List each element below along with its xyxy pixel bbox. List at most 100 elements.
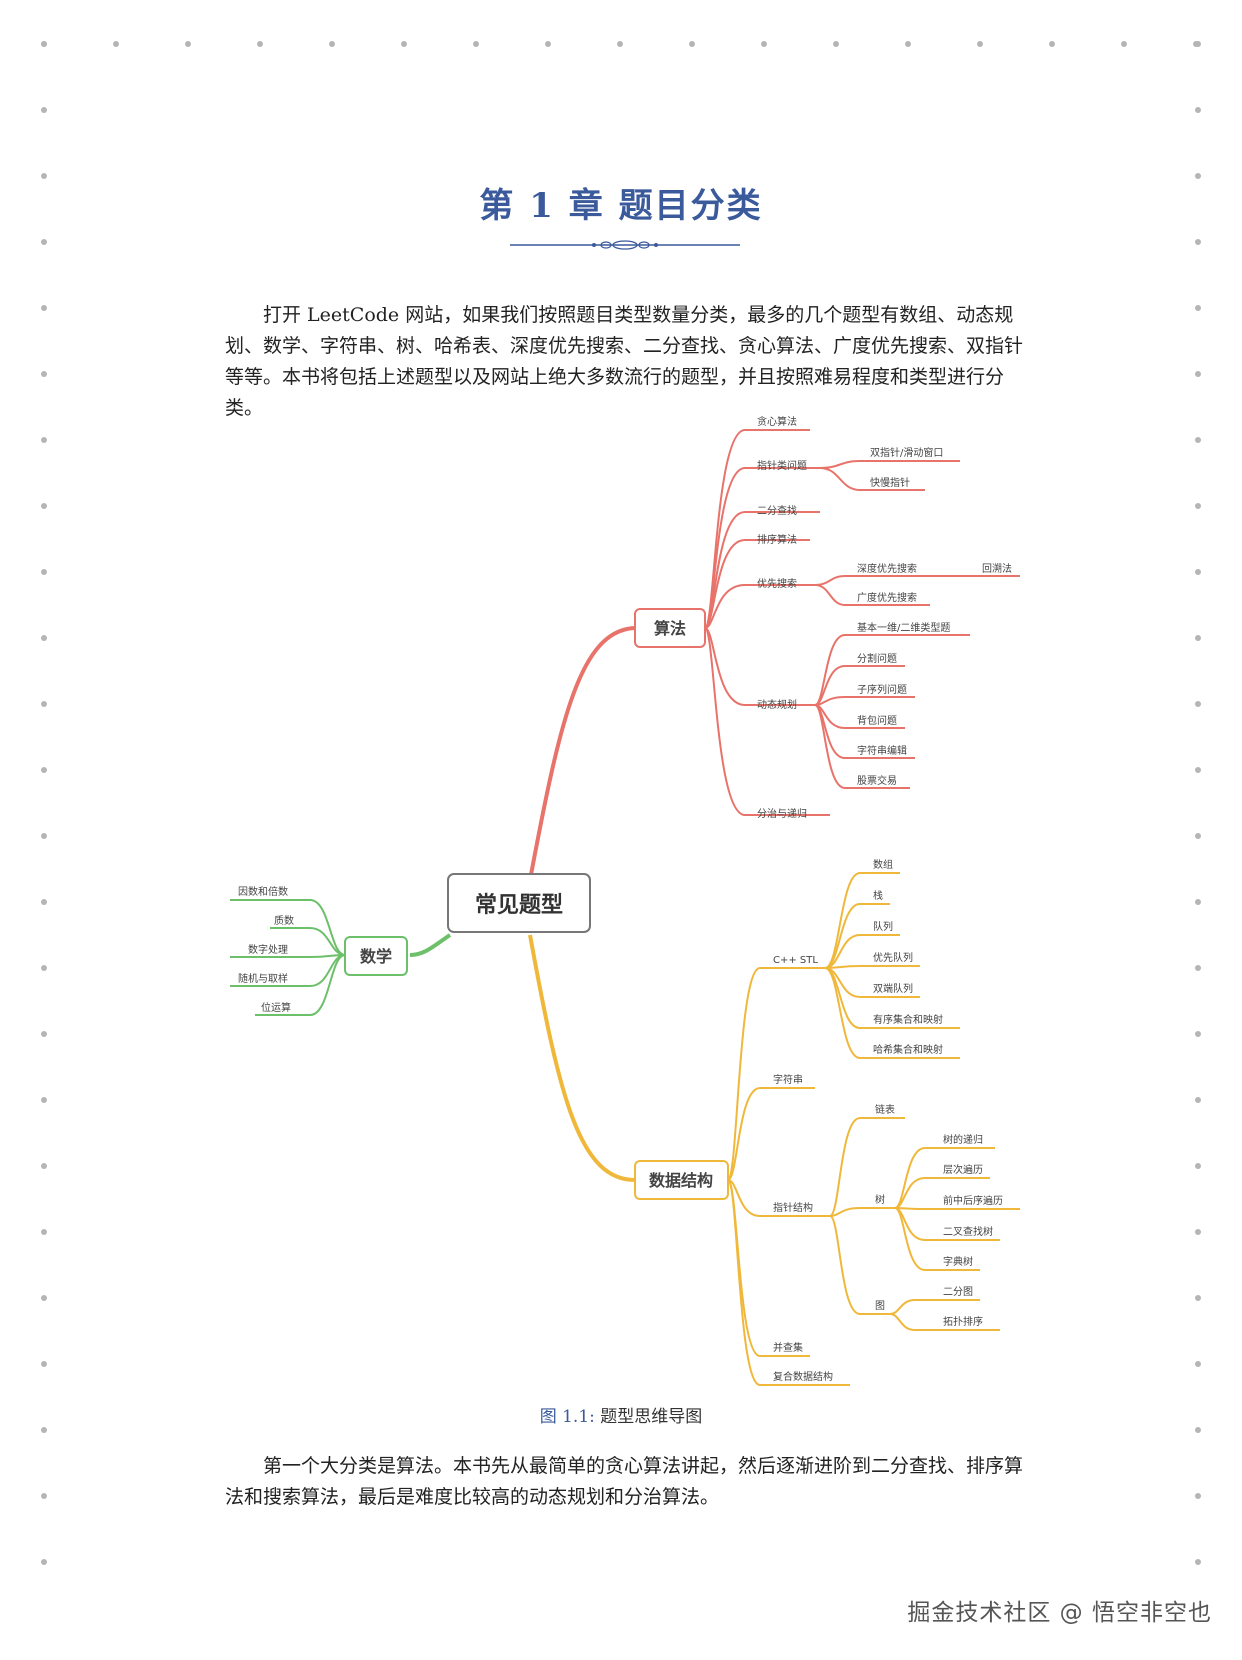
border-dot: [41, 503, 47, 509]
mm-deque: 双端队列: [873, 982, 913, 995]
border-dot: [41, 1493, 47, 1499]
mm-dp-basic: 基本一维/二维类型题: [857, 621, 950, 634]
algo-branch-lines: [528, 429, 1020, 881]
border-dot: [41, 437, 47, 443]
border-dot: [41, 1097, 47, 1103]
ds-label: 数据结构: [649, 1171, 713, 1190]
border-dot: [41, 107, 47, 113]
border-dot: [41, 1427, 47, 1433]
border-dot: [761, 41, 767, 47]
border-dot: [1195, 1361, 1201, 1367]
border-dot: [113, 41, 119, 47]
border-dot: [1195, 1163, 1201, 1169]
border-dot: [41, 965, 47, 971]
border-dot: [1195, 1295, 1201, 1301]
root-label: 常见题型: [475, 892, 563, 918]
mm-graph: 图: [875, 1300, 885, 1312]
mm-two-pointers: 双指针/滑动窗口: [870, 446, 943, 459]
figure-caption: 图 1.1: 题型思维导图: [0, 1402, 1242, 1427]
border-dot: [41, 1295, 47, 1301]
border-dot: [545, 41, 551, 47]
mm-dp-split: 分割问题: [857, 652, 897, 665]
border-dot: [257, 41, 263, 47]
border-dot: [41, 701, 47, 707]
mm-divide: 分治与递归: [757, 807, 807, 820]
border-dot: [41, 173, 47, 179]
mm-hash: 哈希集合和映射: [873, 1043, 943, 1056]
mm-dp-subseq: 子序列问题: [857, 683, 907, 696]
border-dot: [41, 1559, 47, 1565]
border-dot: [41, 1031, 47, 1037]
mindmap-root-node: 常见题型: [447, 873, 591, 933]
border-dot: [41, 767, 47, 773]
border-dot: [977, 41, 983, 47]
mm-fast-slow: 快慢指针: [870, 476, 910, 489]
mm-math-2: 数字处理: [248, 943, 288, 956]
border-dot: [1195, 1097, 1201, 1103]
ds-branch-lines: [528, 872, 1020, 1386]
border-dot: [1195, 1427, 1201, 1433]
chapter-title: 第 1 章 题目分类: [479, 186, 763, 226]
border-dot: [1121, 41, 1127, 47]
math-leaf-labels: 因数和倍数 质数 数字处理 随机与取样 位运算: [238, 885, 294, 1014]
mm-math-1: 质数: [274, 914, 294, 927]
border-dot: [689, 41, 695, 47]
border-dot: [401, 41, 407, 47]
mm-tree-order: 前中后序遍历: [943, 1194, 1003, 1207]
border-dot: [41, 569, 47, 575]
watermark: 掘金技术社区 @ 悟空非空也: [907, 1600, 1212, 1626]
border-dot: [1195, 107, 1201, 113]
mm-dp-edit: 字符串编辑: [857, 744, 907, 757]
mm-bst: 二叉查找树: [943, 1225, 993, 1238]
math-branch-lines: [230, 899, 452, 1016]
mm-array: 数组: [873, 858, 893, 871]
mm-pointers: 指针类问题: [757, 459, 807, 472]
caption-text: 题型思维导图: [594, 1407, 703, 1427]
border-dot: [1195, 833, 1201, 839]
mm-backtrack: 回溯法: [982, 562, 1012, 575]
intro-text: 打开 LeetCode 网站，如果我们按照题目类型数量分类，最多的几个题型有数组…: [225, 304, 1024, 419]
mm-math-0: 因数和倍数: [238, 885, 288, 898]
mm-string: 字符串: [773, 1073, 803, 1086]
border-dot: [1195, 173, 1201, 179]
title-ornament: [510, 240, 740, 250]
border-dot: [905, 41, 911, 47]
border-dot: [41, 1163, 47, 1169]
border-dot: [473, 41, 479, 47]
mm-tree-level: 层次遍历: [943, 1163, 983, 1176]
mm-dp-stock: 股票交易: [857, 774, 897, 787]
mm-trie: 字典树: [943, 1255, 973, 1268]
mm-topo: 拓扑排序: [943, 1315, 983, 1328]
border-dot: [1195, 965, 1201, 971]
mm-math-3: 随机与取样: [238, 972, 288, 985]
border-dot: [41, 1361, 47, 1367]
math-node: 数学: [344, 936, 408, 976]
mm-search: 优先搜索: [757, 577, 797, 590]
border-dot: [329, 41, 335, 47]
mm-union-find: 并查集: [773, 1341, 803, 1354]
mm-tree: 树: [875, 1193, 885, 1206]
mm-dp-knapsack: 背包问题: [857, 714, 897, 727]
closing-paragraph: 第一个大分类是算法。本书先从最简单的贪心算法讲起，然后逐渐进阶到二分查找、排序算…: [225, 1451, 1025, 1513]
mm-pq: 优先队列: [873, 951, 913, 964]
caption-label: 图 1.1:: [539, 1407, 595, 1427]
mm-sorting: 排序算法: [757, 533, 797, 546]
mm-stl: C++ STL: [773, 955, 818, 966]
border-dot: [617, 41, 623, 47]
mm-stack: 栈: [873, 889, 883, 902]
border-dot: [1195, 41, 1201, 47]
border-dot: [41, 1229, 47, 1235]
border-dot: [41, 371, 47, 377]
border-dot: [185, 41, 191, 47]
border-dot: [1195, 767, 1201, 773]
math-label: 数学: [360, 947, 392, 966]
border-dot: [1195, 701, 1201, 707]
ds-leaf-labels: C++ STL 数组 栈 队列 优先队列 双端队列 有序集合和映射 哈希集合和映…: [773, 858, 1003, 1383]
border-dot: [1049, 41, 1055, 47]
algo-leaf-labels: 贪心算法 指针类问题 双指针/滑动窗口 快慢指针 二分查找 排序算法 优先搜索 …: [757, 415, 1012, 820]
border-dot: [1195, 305, 1201, 311]
mm-math-4: 位运算: [261, 1001, 291, 1014]
border-dot: [1195, 1229, 1201, 1235]
